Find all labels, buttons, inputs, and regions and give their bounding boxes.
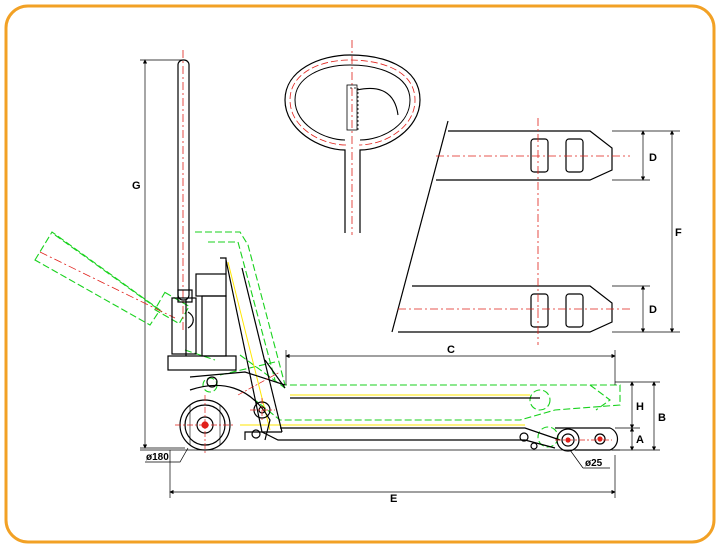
- dim-f-d-lines: [612, 130, 680, 333]
- ghost-raised-frame: [184, 231, 621, 448]
- dim-d-top: D: [649, 152, 657, 164]
- upright-handle: [177, 50, 190, 330]
- dim-a: A: [636, 434, 644, 446]
- dim-c-lines: [285, 350, 616, 385]
- fork-center-lines: [398, 118, 630, 345]
- wheel-center-lines: [175, 371, 281, 455]
- dim-c: C: [447, 344, 455, 356]
- handle-detail: [284, 40, 421, 235]
- ghost-handle-center: [39, 251, 176, 319]
- dim-e: E: [390, 493, 397, 505]
- dim-roller-diameter: ø25: [585, 458, 603, 469]
- dim-b: B: [658, 412, 666, 424]
- ghost-tilted-handle: [34, 231, 190, 326]
- dim-hba-lines: [612, 381, 660, 451]
- dim-f: F: [675, 227, 682, 239]
- dim-g: G: [132, 180, 141, 192]
- pump-body: [167, 257, 237, 371]
- drawing-frame: [4, 4, 716, 544]
- dim-d-bottom: D: [649, 304, 657, 316]
- dim-wheel-diameter: ø180: [146, 452, 169, 463]
- dim-g-lines: [140, 59, 185, 449]
- dim-h: H: [636, 401, 644, 413]
- fork-top-view: [391, 120, 613, 333]
- diameter-leaders: [145, 447, 610, 469]
- dim-e-lines: [169, 450, 616, 498]
